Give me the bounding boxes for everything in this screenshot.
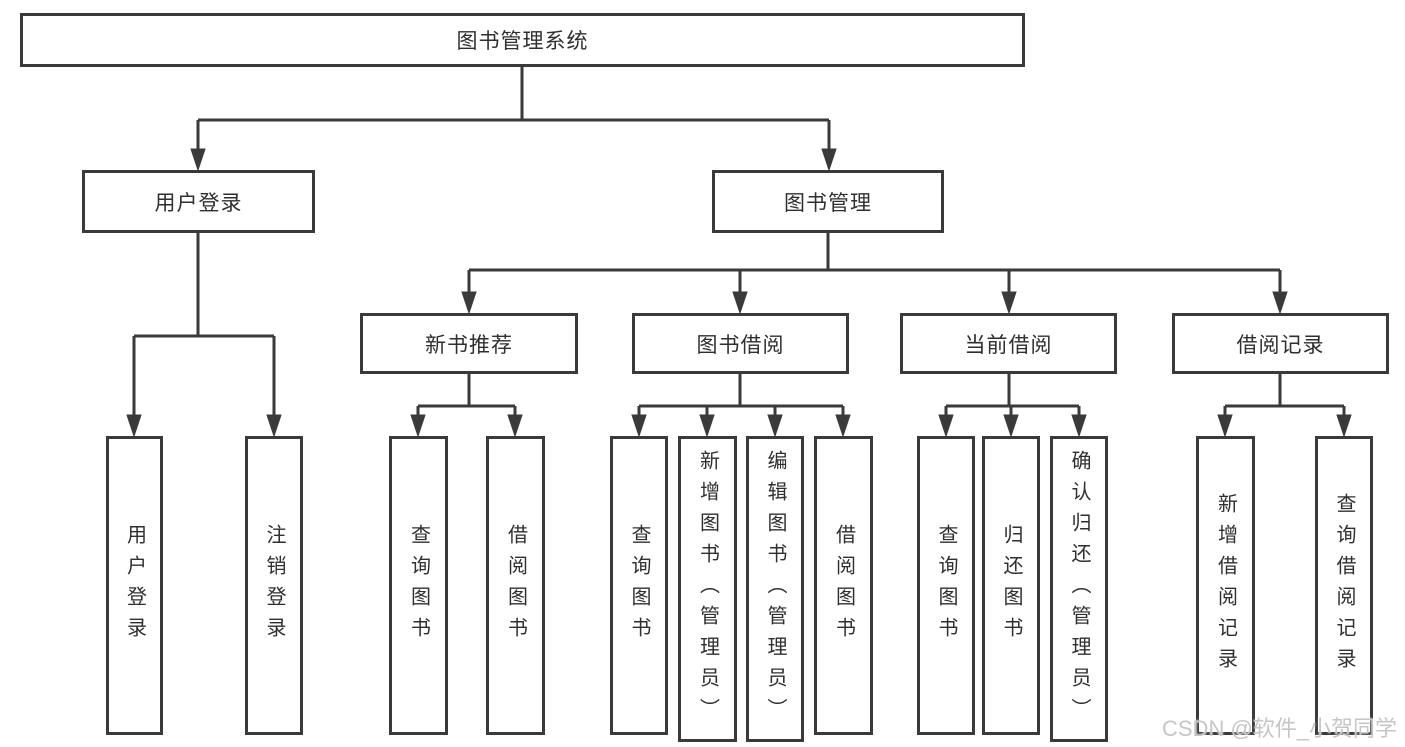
leaf-add-books-admin: 新增图书（管理员） [678, 436, 737, 742]
leaf-edit-books-admin: 编辑图书（管理员） [746, 436, 804, 742]
leaf-query-books-current-label: 查询图书 [935, 523, 957, 648]
connector-root-to-level2 [190, 67, 837, 172]
node-new-book-recommend-label: 新书推荐 [425, 333, 513, 357]
leaf-query-borrow-record: 查询借阅记录 [1315, 436, 1373, 735]
arrow-down-icon [732, 291, 748, 315]
node-new-book-recommend: 新书推荐 [360, 313, 578, 374]
leaf-query-books-current: 查询图书 [917, 436, 975, 735]
arrow-down-icon [1217, 414, 1233, 438]
arrow-down-icon [190, 148, 206, 172]
arrow-down-icon [631, 414, 647, 438]
node-user-login-label: 用户登录 [154, 191, 243, 215]
leaf-add-books-admin-label: 新增图书（管理员） [696, 449, 719, 729]
arrow-down-icon [1336, 414, 1352, 438]
leaf-borrow-books-recommend: 借阅图书 [486, 436, 545, 735]
connector-book-management-to-level3 [461, 233, 1288, 315]
leaf-return-books: 归还图书 [982, 436, 1040, 735]
connector-book-borrow-to-leaves [631, 374, 851, 438]
leaf-borrow-books-label: 借阅图书 [832, 523, 855, 648]
node-borrow-records-label: 借阅记录 [1236, 333, 1325, 357]
leaf-logout-label: 注销登录 [263, 523, 285, 648]
arrow-down-icon [266, 414, 282, 438]
node-library-system: 图书管理系统 [20, 13, 1025, 67]
leaf-borrow-books: 借阅图书 [814, 436, 873, 735]
arrow-down-icon [699, 414, 715, 438]
leaf-user-login: 用户登录 [106, 436, 163, 735]
leaf-query-borrow-record-label: 查询借阅记录 [1333, 492, 1355, 679]
connector-current-borrow-to-leaves [938, 374, 1087, 438]
leaf-borrow-books-recommend-label: 借阅图书 [504, 523, 527, 648]
leaf-return-books-label: 归还图书 [1000, 523, 1022, 648]
arrow-down-icon [410, 414, 426, 438]
connector-borrow-records-to-leaves [1217, 374, 1352, 438]
node-borrow-records: 借阅记录 [1172, 313, 1389, 374]
arrow-down-icon [767, 414, 783, 438]
arrow-down-icon [821, 148, 837, 172]
csdn-watermark: CSDN @软件_小贺同学 [1162, 716, 1398, 741]
arrow-down-icon [507, 414, 523, 438]
leaf-confirm-return-admin: 确认归还（管理员） [1050, 436, 1108, 742]
arrow-down-icon [938, 414, 954, 438]
leaf-query-books-recommend-label: 查询图书 [407, 523, 430, 648]
leaf-logout: 注销登录 [245, 436, 303, 735]
arrow-down-icon [1272, 291, 1288, 315]
node-book-management: 图书管理 [712, 170, 944, 233]
leaf-add-borrow-record-label: 新增借阅记录 [1214, 492, 1237, 679]
node-current-borrow-label: 当前借阅 [964, 333, 1053, 357]
arrow-down-icon [1001, 291, 1017, 315]
node-user-login: 用户登录 [82, 170, 315, 233]
connector-user-login-to-leaves [126, 233, 282, 438]
arrow-down-icon [461, 291, 477, 315]
arrow-down-icon [1003, 414, 1019, 438]
leaf-user-login-label: 用户登录 [123, 523, 146, 648]
leaf-query-books-recommend: 查询图书 [389, 436, 448, 735]
node-current-borrow: 当前借阅 [900, 313, 1117, 374]
node-library-system-label: 图书管理系统 [456, 30, 589, 53]
leaf-query-books-borrow: 查询图书 [610, 436, 668, 735]
arrow-down-icon [835, 414, 851, 438]
connector-new-book-recommend-to-leaves [410, 374, 523, 438]
node-book-borrow-label: 图书借阅 [696, 333, 785, 357]
leaf-edit-books-admin-label: 编辑图书（管理员） [764, 449, 786, 729]
arrow-down-icon [1071, 414, 1087, 438]
leaf-add-borrow-record: 新增借阅记录 [1196, 436, 1255, 735]
leaf-query-books-borrow-label: 查询图书 [628, 523, 650, 648]
node-book-borrow: 图书借阅 [632, 313, 849, 374]
leaf-confirm-return-admin-label: 确认归还（管理员） [1068, 449, 1090, 729]
node-book-management-label: 图书管理 [784, 191, 872, 215]
arrow-down-icon [126, 414, 142, 438]
